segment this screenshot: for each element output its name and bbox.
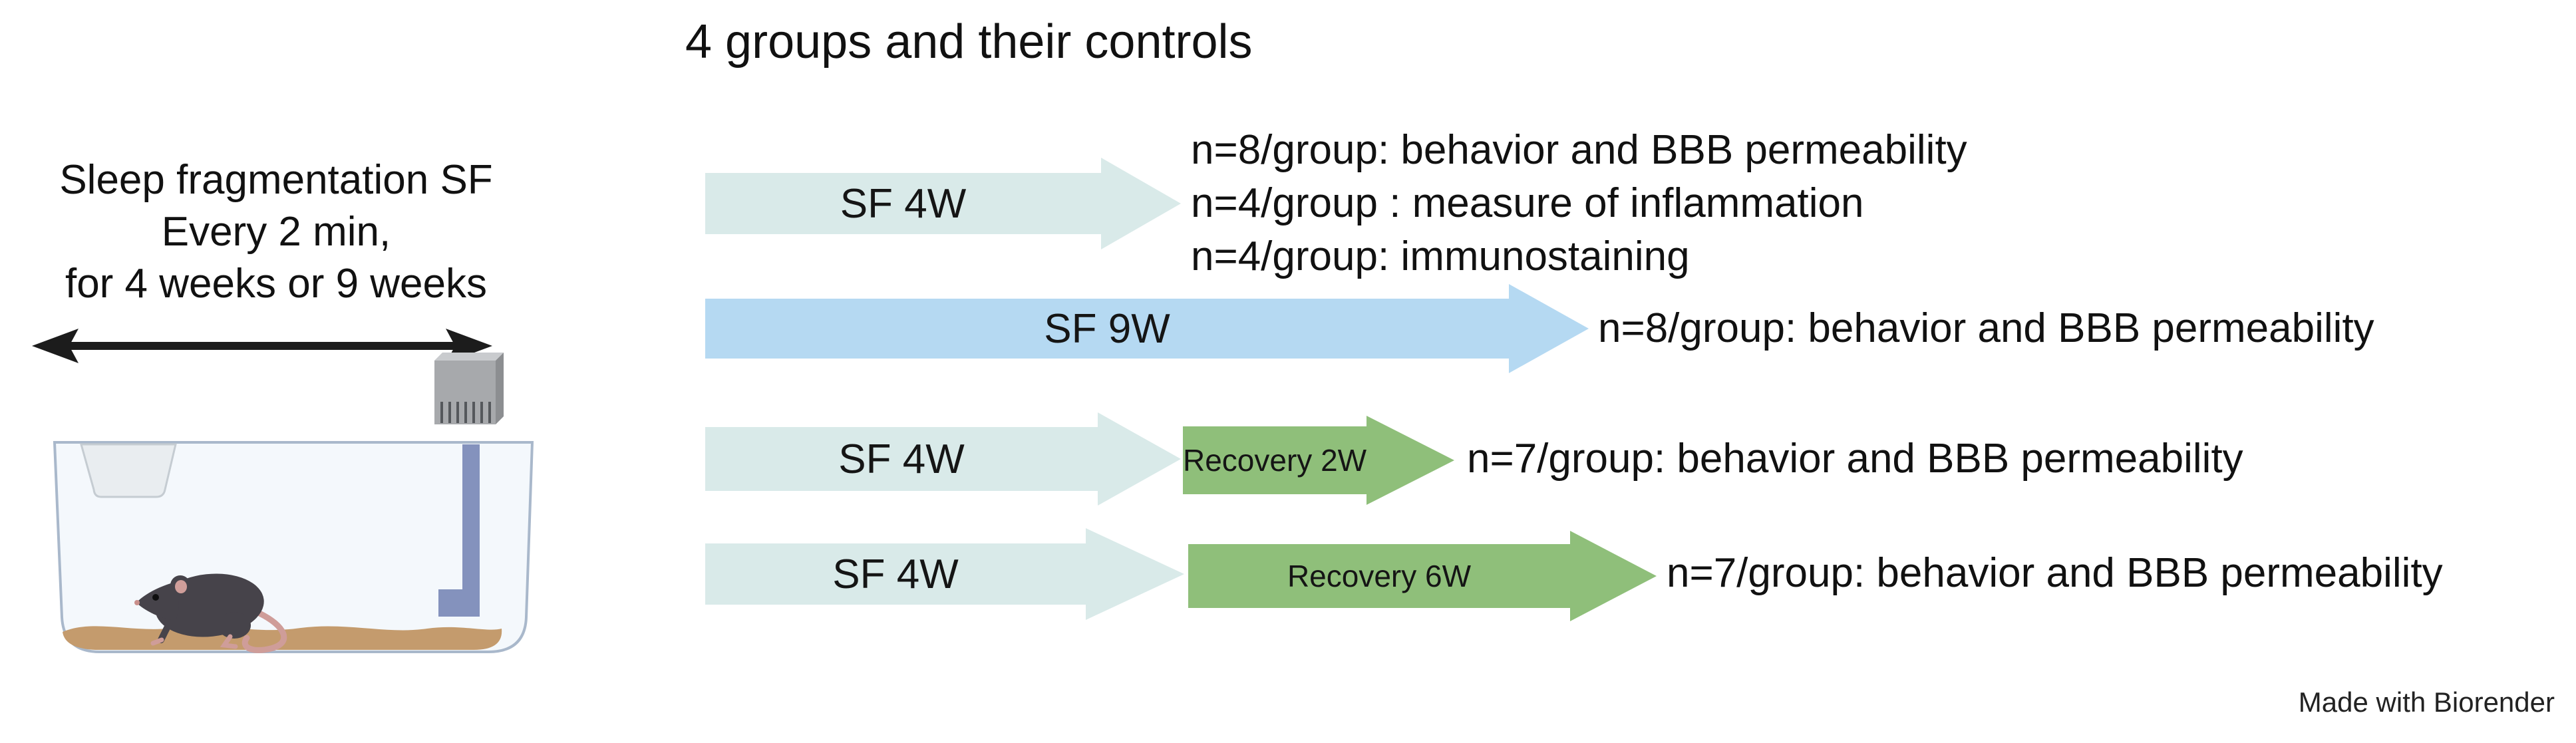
arrow-head bbox=[1570, 531, 1657, 621]
sf-4w-arrow: SF 4W bbox=[705, 528, 1184, 620]
water-spout-icon bbox=[438, 444, 480, 617]
group-notes: n=8/group: behavior and BBB permeability bbox=[1598, 302, 2374, 355]
arrow-head bbox=[1101, 158, 1181, 249]
feeder-icon bbox=[80, 443, 177, 498]
arrow-label: SF 4W bbox=[832, 551, 959, 597]
arrow-head bbox=[1098, 412, 1181, 506]
biorender-credit: Made with Biorender bbox=[2298, 686, 2555, 718]
caption-line: Every 2 min, bbox=[161, 209, 391, 255]
recovery-6w-arrow: Recovery 6W bbox=[1188, 531, 1657, 621]
arrow-head bbox=[1367, 416, 1455, 505]
note-line: n=4/group: immunostaining bbox=[1191, 233, 1690, 279]
group-notes: n=7/group: behavior and BBB permeability bbox=[1667, 547, 2443, 600]
arrow-label: Recovery 2W bbox=[1183, 443, 1367, 478]
mouse-cage-illustration bbox=[32, 329, 534, 653]
double-headed-arrow-icon bbox=[32, 329, 492, 363]
sf-4w-arrow: SF 4W bbox=[705, 412, 1181, 506]
arrow-head bbox=[1509, 284, 1589, 373]
note-line: n=4/group : measure of inflammation bbox=[1191, 180, 1864, 226]
water-bottle-icon bbox=[434, 353, 504, 424]
note-line: n=8/group: behavior and BBB permeability bbox=[1598, 305, 2374, 351]
note-line: n=7/group: behavior and BBB permeability bbox=[1667, 550, 2443, 596]
arrow-label: Recovery 6W bbox=[1287, 559, 1472, 593]
caption-line: for 4 weeks or 9 weeks bbox=[65, 261, 488, 307]
group-notes: n=8/group: behavior and BBB permeability… bbox=[1191, 124, 1967, 283]
sf-9w-arrow: SF 9W bbox=[705, 284, 1589, 373]
arrow-label: SF 4W bbox=[840, 180, 967, 227]
note-line: n=8/group: behavior and BBB permeability bbox=[1191, 127, 1967, 173]
arrow-label: SF 9W bbox=[1044, 305, 1170, 352]
group-notes: n=7/group: behavior and BBB permeability bbox=[1467, 432, 2243, 486]
mouse-icon bbox=[134, 573, 287, 653]
page-title: 4 groups and their controls bbox=[685, 15, 1253, 69]
arrow-label: SF 4W bbox=[838, 436, 965, 482]
arrow-head bbox=[1086, 528, 1184, 620]
note-line: n=7/group: behavior and BBB permeability bbox=[1467, 436, 2243, 482]
sleep-fragmentation-caption: Sleep fragmentation SF Every 2 min, for … bbox=[13, 154, 539, 310]
sf-4w-arrow: SF 4W bbox=[705, 158, 1181, 249]
caption-line: Sleep fragmentation SF bbox=[59, 157, 493, 203]
recovery-2w-arrow: Recovery 2W bbox=[1183, 416, 1455, 505]
